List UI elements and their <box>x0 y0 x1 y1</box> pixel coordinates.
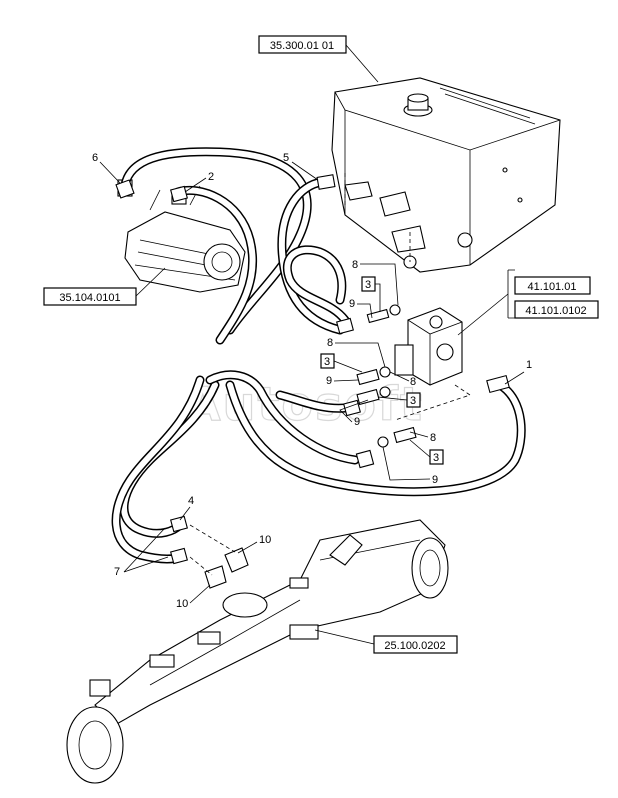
callout-10-lower: 10 <box>176 584 211 610</box>
callout-9-b: 9 <box>326 375 359 387</box>
svg-text:41.101.0102: 41.101.0102 <box>525 305 586 317</box>
callout-1: 1 <box>504 359 532 385</box>
callout-8-c: 8 <box>389 371 416 388</box>
reference-axle[interactable]: 25.100.0202 <box>314 629 458 654</box>
callout-3-d: 3 <box>409 439 444 465</box>
callout-3-a: 3 <box>361 276 381 312</box>
svg-text:10: 10 <box>259 534 271 546</box>
svg-text:8: 8 <box>410 376 416 388</box>
hose-fittings <box>115 174 510 589</box>
svg-text:25.100.0202: 25.100.0202 <box>384 640 445 652</box>
svg-text:41.101.01: 41.101.01 <box>528 281 577 293</box>
callout-8-a: 8 <box>352 259 399 306</box>
callout-9-a: 9 <box>349 298 373 319</box>
svg-text:9: 9 <box>326 375 332 387</box>
svg-text:2: 2 <box>208 171 214 183</box>
svg-text:9: 9 <box>349 298 355 310</box>
svg-text:8: 8 <box>327 337 333 349</box>
svg-text:3: 3 <box>365 279 371 291</box>
svg-text:7: 7 <box>114 566 120 578</box>
svg-text:10: 10 <box>176 598 188 610</box>
callout-3-c: 3 <box>377 392 421 408</box>
svg-text:8: 8 <box>352 259 358 271</box>
callout-7: 7 <box>114 527 169 578</box>
assembly-dashed-lines <box>189 170 471 576</box>
svg-text:3: 3 <box>324 356 330 368</box>
hydraulic-hoses <box>111 147 526 564</box>
svg-text:9: 9 <box>354 416 360 428</box>
callout-9-d: 9 <box>382 446 438 486</box>
callout-3-b: 3 <box>320 353 363 373</box>
svg-text:4: 4 <box>188 495 194 507</box>
reference-tank[interactable]: 35.300.01 01 <box>258 35 379 83</box>
svg-text:8: 8 <box>430 432 436 444</box>
callout-8-d: 8 <box>409 431 436 444</box>
svg-text:5: 5 <box>283 152 289 164</box>
callout-2: 2 <box>184 171 214 193</box>
reference-pump[interactable]: 35.104.0101 <box>43 267 166 306</box>
svg-text:35.300.01 01: 35.300.01 01 <box>270 40 334 52</box>
callout-9-c: 9 <box>339 399 369 428</box>
steering-valve <box>394 307 463 386</box>
callout-8-b: 8 <box>327 337 386 368</box>
callout-4: 4 <box>179 495 194 521</box>
axle-assembly <box>66 519 449 784</box>
callout-6: 6 <box>92 152 121 184</box>
svg-text:9: 9 <box>432 474 438 486</box>
callout-10-upper: 10 <box>237 534 271 554</box>
svg-text:6: 6 <box>92 152 98 164</box>
svg-text:1: 1 <box>526 359 532 371</box>
svg-text:3: 3 <box>433 452 439 464</box>
svg-text:35.104.0101: 35.104.0101 <box>59 292 120 304</box>
callout-5: 5 <box>283 152 319 181</box>
reference-valve[interactable]: 41.101.01 41.101.0102 <box>457 269 599 336</box>
svg-text:3: 3 <box>410 395 416 407</box>
hydraulic-pump <box>117 179 246 293</box>
hydraulic-tank <box>331 77 561 273</box>
